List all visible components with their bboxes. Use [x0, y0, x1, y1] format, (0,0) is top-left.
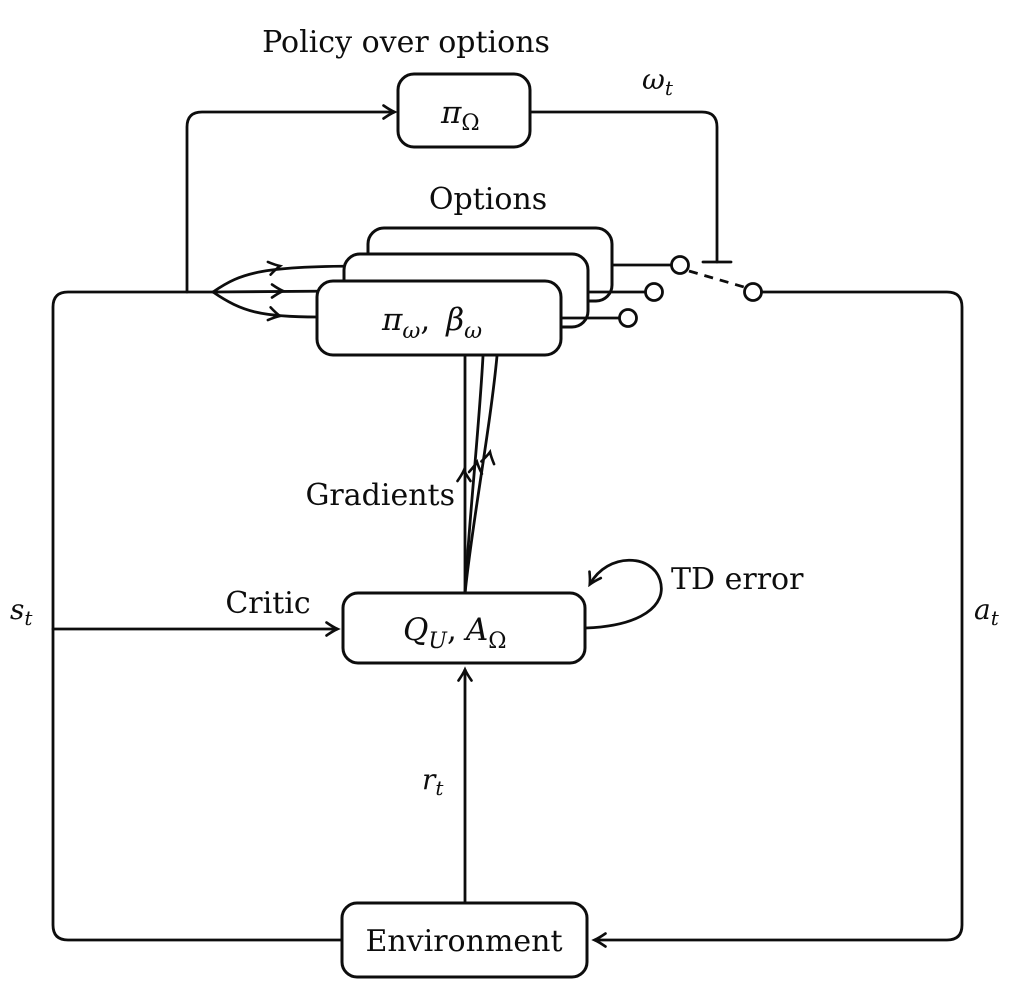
- critic-edge-label: Critic: [225, 586, 310, 621]
- option-terminal-circle-front: [618, 308, 638, 328]
- environment-box-label: Environment: [365, 924, 562, 959]
- action-label: at: [974, 593, 1000, 630]
- policy-box-label: πΩ: [440, 95, 480, 136]
- option-box-label: πω,βω: [381, 302, 482, 344]
- omega-control-line: [528, 110, 719, 264]
- gradient-line-2: [463, 354, 485, 596]
- fan-line-top: [211, 264, 373, 294]
- state-loop-line: [51, 290, 344, 942]
- gradients-edge-label: Gradients: [305, 478, 455, 513]
- policy-over-options-title: Policy over options: [262, 25, 550, 60]
- action-loop-line: [595, 290, 964, 940]
- fan-line-bottom: [211, 290, 320, 319]
- critic-box-label: QU,AΩ: [403, 612, 506, 654]
- options-title: Options: [429, 182, 547, 217]
- switch-output-circle: [743, 282, 763, 302]
- state-label: st: [10, 593, 33, 630]
- fan-arrowhead-top: [266, 258, 283, 276]
- options-box-front: [315, 279, 563, 357]
- critic-box: [341, 591, 587, 665]
- gradient-line-3: [463, 354, 499, 596]
- policy-box: [396, 72, 532, 149]
- omega-t-label: ωt: [642, 63, 674, 100]
- policy-input-line: [185, 112, 394, 294]
- reward-label: rt: [422, 763, 444, 800]
- option-terminal-circle-back: [670, 255, 690, 275]
- switch-dashed-line: [688, 269, 745, 289]
- td-error-edge-label: TD error: [671, 562, 804, 597]
- td-error-loop: [584, 558, 663, 630]
- option-terminal-circle-middle: [644, 282, 664, 302]
- environment-box: [340, 901, 589, 979]
